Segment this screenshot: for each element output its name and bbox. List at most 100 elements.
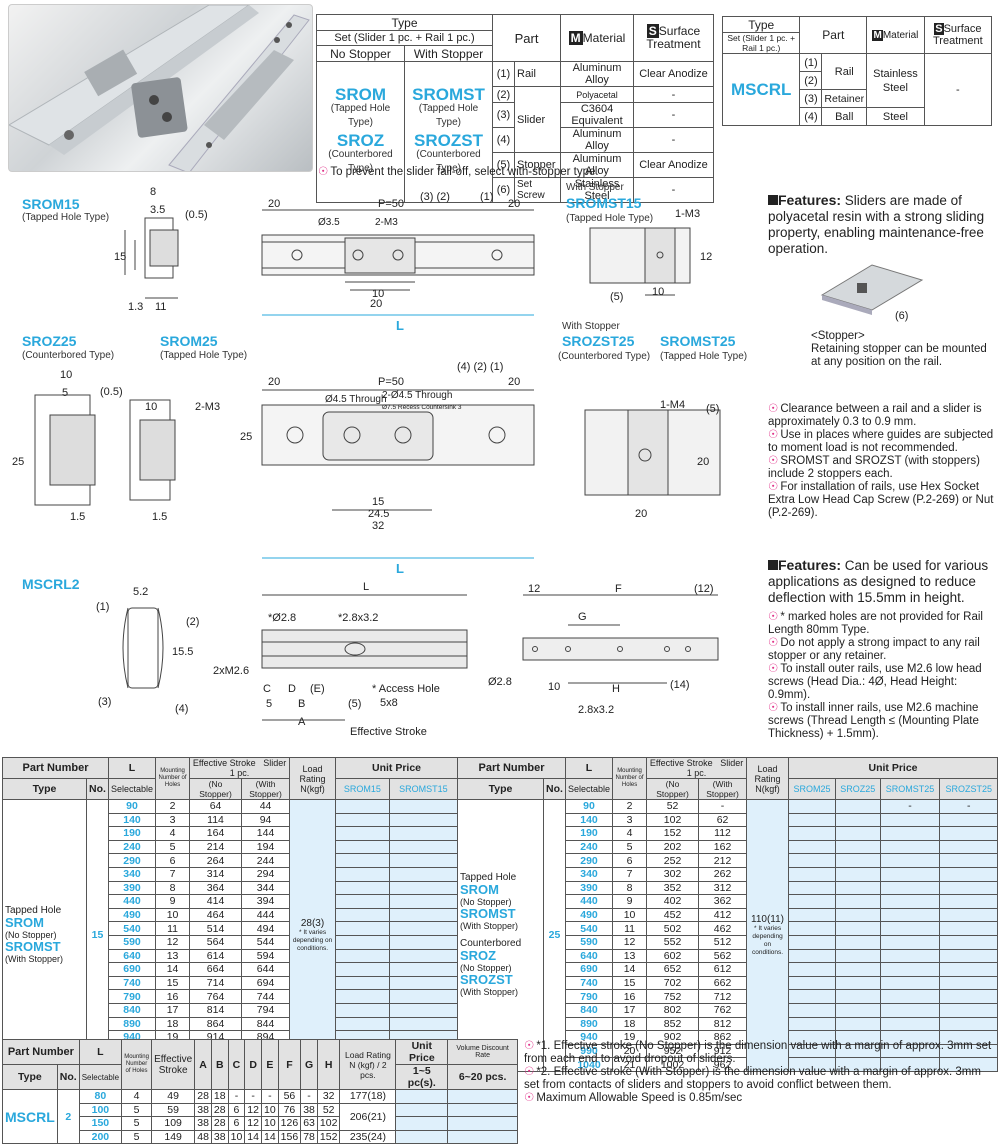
col-header: Effective Stroke	[151, 1039, 196, 1090]
cell: 652	[646, 962, 700, 977]
col-header: C	[227, 1039, 246, 1090]
length-option[interactable]: 640	[564, 948, 614, 964]
cell: 594	[241, 948, 291, 964]
note-item: Do not apply a strong impact to any rail…	[768, 637, 994, 663]
length-option[interactable]: 390	[107, 880, 157, 896]
effective-stroke-label: Effective Stroke	[350, 726, 427, 738]
length-option[interactable]: 90	[564, 799, 614, 814]
length-option[interactable]: 190	[564, 826, 614, 841]
cell: 18	[612, 1016, 648, 1032]
length-option[interactable]: 90	[107, 799, 157, 814]
cell: 62	[698, 812, 748, 828]
mscrl-type: MSCRL	[2, 1088, 58, 1144]
price-cell	[447, 1089, 518, 1104]
length-option[interactable]: 150	[78, 1116, 123, 1131]
length-option[interactable]: 490	[107, 907, 157, 923]
cell: 16	[155, 989, 191, 1004]
length-option[interactable]: 80	[78, 1089, 123, 1104]
price-cell	[335, 907, 390, 923]
dim-tap: 2-M3	[375, 217, 398, 228]
price-cell	[788, 907, 836, 923]
length-option[interactable]: 590	[107, 934, 157, 950]
load-rating-cell: 28(3)* It varies depending on conditions…	[289, 799, 337, 1072]
mscrl2-section	[127, 607, 159, 689]
cell: 312	[698, 880, 748, 896]
price-cell	[335, 880, 390, 896]
cell: 2	[155, 799, 191, 814]
length-option[interactable]: 240	[564, 839, 614, 855]
length-option[interactable]: 100	[78, 1102, 123, 1118]
length-option[interactable]: 440	[107, 894, 157, 909]
length-option[interactable]: 740	[107, 975, 157, 991]
dim: 24.5	[368, 508, 389, 520]
price-cell	[879, 880, 941, 896]
dim-hole: Ø2.8	[488, 676, 512, 688]
col-header: Load Rating N (kgf) / 2 pcs.	[339, 1039, 397, 1090]
col-header: Slider 1 pc.	[229, 758, 287, 778]
length-option[interactable]: 890	[564, 1016, 614, 1032]
length-option[interactable]: 840	[564, 1002, 614, 1018]
cell: 412	[698, 907, 748, 923]
cell: 794	[241, 1002, 291, 1018]
mscrl-part-name: Rail	[821, 53, 868, 90]
length-option[interactable]: 340	[564, 866, 614, 882]
price-cell	[388, 975, 459, 991]
srom25-subtitle: (Tapped Hole Type)	[160, 350, 248, 361]
cell: 444	[241, 907, 291, 923]
cell: 5	[155, 839, 191, 855]
sromst15-stopper	[644, 227, 676, 284]
cell: 8	[612, 880, 648, 896]
cell: 63	[300, 1116, 318, 1131]
length-option[interactable]: 890	[107, 1016, 157, 1032]
cell: 12	[155, 934, 191, 950]
dim-hole: *Ø2.8	[268, 612, 296, 624]
length-option[interactable]: 190	[107, 826, 157, 841]
length-option[interactable]: 200	[78, 1129, 123, 1144]
length-option[interactable]: 740	[564, 975, 614, 991]
length-option[interactable]: 790	[564, 989, 614, 1004]
price-cell	[939, 1016, 998, 1032]
price-cell	[834, 866, 881, 882]
type-header: Type	[391, 15, 418, 30]
length-option[interactable]: 140	[107, 812, 157, 828]
length-option[interactable]: 540	[564, 921, 614, 936]
mscrl-type-table: Type Part MMaterial SSurface Treatment S…	[721, 16, 993, 126]
length-option[interactable]: 690	[564, 962, 614, 977]
sroz25-subtitle: (Counterbored Type)	[22, 350, 115, 361]
price-cell	[788, 934, 836, 950]
price-cell	[335, 975, 390, 991]
cell: 164	[189, 826, 243, 841]
cell: 564	[189, 934, 243, 950]
length-option[interactable]: 240	[107, 839, 157, 855]
length-option[interactable]: 590	[564, 934, 614, 950]
length-option[interactable]: 140	[564, 812, 614, 828]
cell: 114	[189, 812, 243, 828]
length-option[interactable]: 490	[564, 907, 614, 923]
length-option[interactable]: 540	[107, 921, 157, 936]
col-header: L	[78, 1039, 123, 1065]
dim: 12	[700, 251, 712, 263]
length-option[interactable]: 290	[564, 853, 614, 868]
length-option[interactable]: 440	[564, 894, 614, 909]
length-option[interactable]: 640	[107, 948, 157, 964]
col-header: SROZ25	[834, 778, 881, 800]
length-option[interactable]: 390	[564, 880, 614, 896]
price-cell	[335, 1002, 390, 1018]
length-option[interactable]: 790	[107, 989, 157, 1004]
col-header: SROM25	[788, 778, 836, 800]
price-cell	[388, 1002, 459, 1018]
type-sromst-sub: (Tapped Hole Type)	[418, 103, 479, 128]
price-cell	[447, 1116, 518, 1131]
length-option[interactable]: 840	[107, 1002, 157, 1018]
cell: 152	[646, 826, 700, 841]
cell: 12	[612, 934, 648, 950]
srom25-title: SROM25	[160, 333, 218, 349]
dim-hole: Ø3.5	[318, 217, 340, 228]
length-option[interactable]: 340	[107, 866, 157, 882]
length-option[interactable]: 290	[107, 853, 157, 868]
price-cell	[388, 812, 459, 828]
length-option[interactable]: 690	[107, 962, 157, 977]
